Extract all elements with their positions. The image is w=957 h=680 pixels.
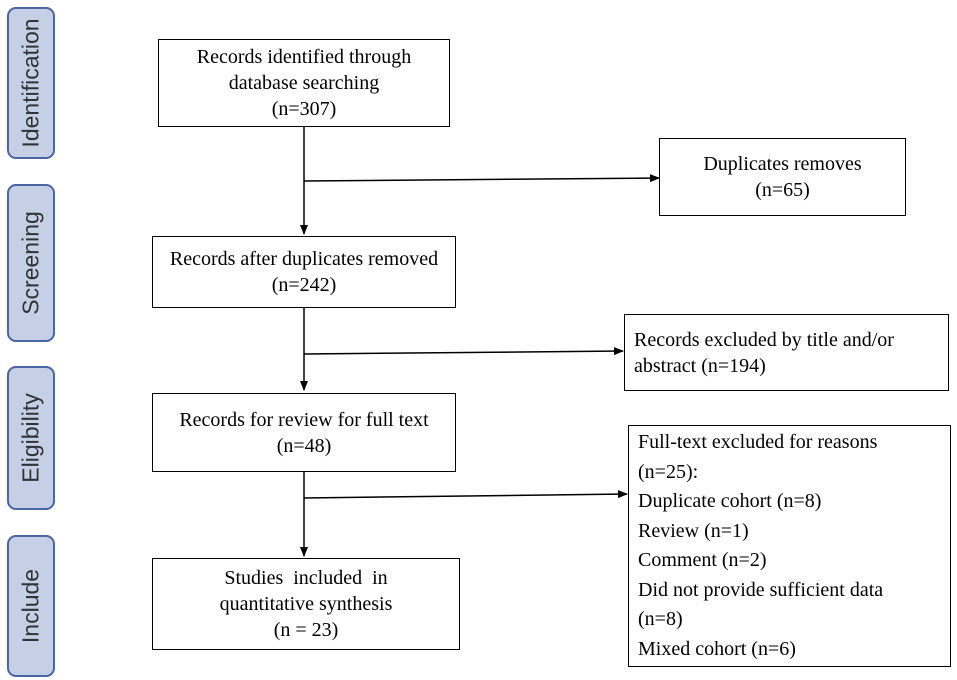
box-records-excluded-title-line2: abstract (n=194) (634, 354, 766, 377)
box-records-full-text-review-line1: Records for review for full text (179, 408, 429, 431)
arrow-to-full-text-excluded (303, 490, 628, 499)
box-records-excluded-title: Records excluded by title and/or abstrac… (624, 314, 949, 391)
box-full-text-excluded-line4: Review (n=1) (638, 519, 749, 542)
box-duplicates-removed: Duplicates removes (n=65) (659, 138, 906, 216)
box-records-identified-line1: Records identified through (196, 46, 412, 68)
stage-eligibility: Eligibility (7, 366, 55, 510)
box-full-text-excluded-line2: (n=25): (638, 460, 699, 483)
box-studies-included-line1: Studies included in (224, 567, 388, 589)
box-full-text-excluded-line6: Did not provide sufficient data (638, 578, 884, 601)
box-studies-included-count: (n = 23) (273, 619, 339, 641)
box-records-full-text-review: Records for review for full text (n=48) (152, 393, 456, 472)
box-studies-included-line2: quantitative synthesis (219, 593, 393, 615)
box-duplicates-removed-count: (n=65) (755, 179, 810, 201)
stage-include: Include (7, 535, 55, 677)
box-records-after-duplicates-count: (n=242) (271, 274, 337, 296)
box-records-after-duplicates-line1: Records after duplicates removed (169, 248, 439, 270)
box-full-text-excluded-line3: Duplicate cohort (n=8) (638, 490, 822, 512)
box-records-identified: Records identified through database sear… (158, 39, 450, 127)
stage-identification: Identification (7, 7, 55, 159)
box-full-text-excluded: Full-text excluded for reasons (n=25): D… (628, 425, 951, 667)
box-full-text-excluded-line1: Full-text excluded for reasons (638, 431, 878, 453)
box-records-identified-line2: database searching (228, 72, 380, 94)
box-full-text-excluded-line8: Mixed cohort (n=6) (638, 637, 796, 660)
box-full-text-excluded-line5: Comment (n=2) (638, 549, 767, 571)
box-records-full-text-review-count: (n=48) (276, 434, 332, 457)
box-records-excluded-title-line1: Records excluded by title and/or (634, 328, 894, 351)
arrow-to-excluded-title (303, 347, 624, 356)
box-records-identified-count: (n=307) (271, 98, 337, 120)
box-duplicates-removed-line1: Duplicates removes (703, 153, 862, 175)
box-studies-included: Studies included in quantitative synthes… (152, 558, 460, 650)
box-records-after-duplicates: Records after duplicates removed (n=242) (152, 236, 456, 308)
arrow-to-duplicates (303, 174, 660, 183)
stage-screening: Screening (7, 184, 55, 342)
box-full-text-excluded-line7: (n=8) (638, 608, 683, 630)
